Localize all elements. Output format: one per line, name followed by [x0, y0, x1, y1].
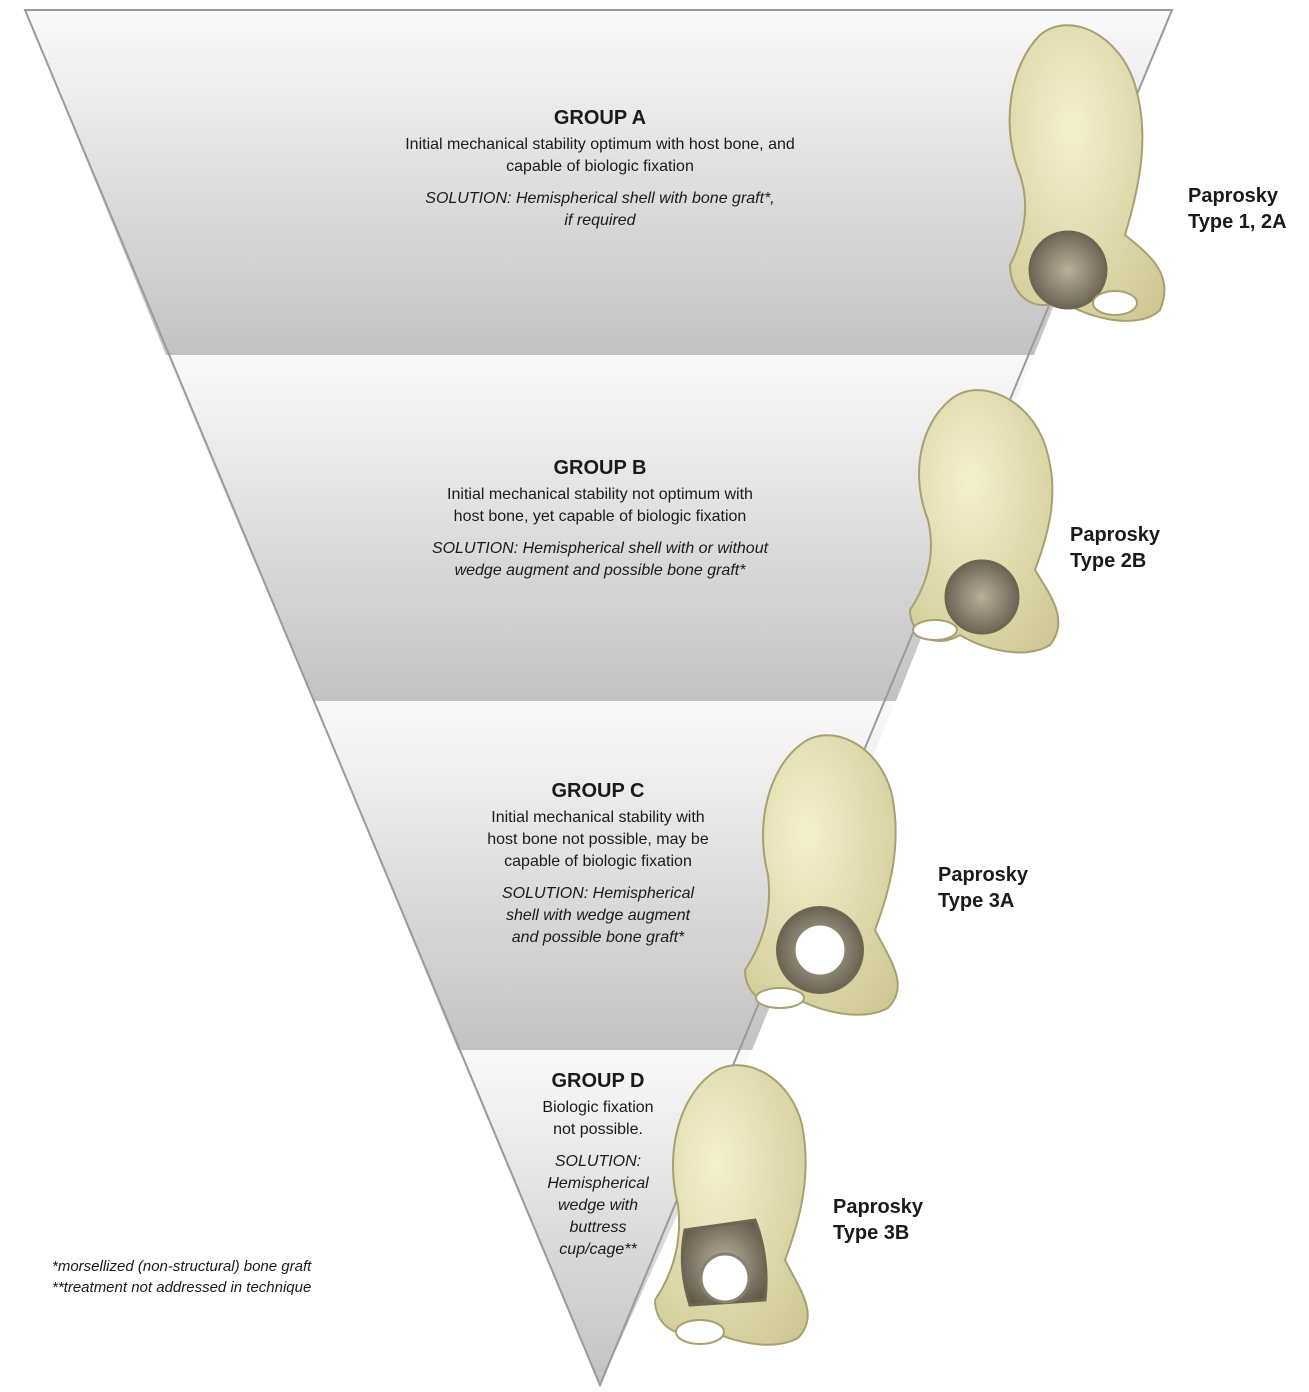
group-d-text: GROUP D Biologic fixation not possible. … — [518, 1070, 678, 1261]
group-title: GROUP D — [551, 1070, 645, 1092]
group-description: Initial mechanical stability with host b… — [448, 807, 748, 873]
footnotes: *morsellized (non-structural) bone graft… — [52, 1256, 311, 1298]
pelvis-illustration-d — [653, 1064, 809, 1346]
desc-line: capable of biologic fixation — [506, 158, 694, 175]
solution-line: shell with wedge augment — [505, 907, 691, 924]
desc-line: host bone not possible, may be — [487, 831, 709, 848]
desc-line: Biologic fixation — [542, 1099, 654, 1116]
solution-line: and possible bone graft* — [511, 929, 685, 946]
desc-line: not possible. — [553, 1121, 643, 1138]
desc-line: Initial mechanical stability optimum wit… — [405, 136, 795, 153]
solution-line: cup/cage** — [559, 1241, 637, 1258]
group-b-text: GROUP B Initial mechanical stability not… — [360, 457, 840, 582]
paprosky-type: Type 1, 2A — [1188, 211, 1287, 233]
solution-line: SOLUTION: Hemispherical shell with or wi… — [431, 540, 769, 557]
group-description: Biologic fixation not possible. — [518, 1097, 678, 1141]
paprosky-label-d: Paprosky Type 3B — [833, 1194, 923, 1246]
solution-line: wedge augment and possible bone graft* — [454, 562, 746, 579]
desc-line: capable of biologic fixation — [504, 853, 692, 870]
desc-line: Initial mechanical stability with — [491, 809, 705, 826]
paprosky-label-a: Paprosky Type 1, 2A — [1188, 183, 1287, 235]
band-group-b — [166, 355, 1034, 701]
band-group-a — [25, 10, 1172, 355]
desc-line: host bone, yet capable of biologic fixat… — [453, 508, 747, 525]
paprosky-label-c: Paprosky Type 3A — [938, 862, 1028, 914]
solution-line: SOLUTION: Hemispherical — [501, 885, 695, 902]
pyramid-outline — [23, 9, 1174, 1388]
desc-line: Initial mechanical stability not optimum… — [447, 486, 753, 503]
paprosky-type: Type 2B — [1070, 550, 1147, 572]
solution-line: buttress — [569, 1219, 627, 1236]
footnote-treatment: **treatment not addressed in technique — [52, 1279, 312, 1296]
group-title: GROUP C — [551, 780, 645, 802]
pelvis-illustration-b — [908, 389, 1060, 654]
group-title: GROUP B — [553, 457, 647, 479]
solution-line: wedge with — [557, 1197, 639, 1214]
solution-line: Hemispherical — [547, 1175, 649, 1192]
paprosky-line: Paprosky — [833, 1196, 924, 1218]
group-c-text: GROUP C Initial mechanical stability wit… — [448, 780, 748, 949]
group-solution: SOLUTION: Hemispherical wedge with buttr… — [518, 1151, 678, 1261]
paprosky-line: Paprosky — [1188, 185, 1279, 207]
solution-line: if required — [564, 212, 636, 229]
group-title: GROUP A — [553, 107, 647, 129]
footnote-graft: *morsellized (non-structural) bone graft — [52, 1258, 312, 1275]
group-a-text: GROUP A Initial mechanical stability opt… — [340, 107, 860, 232]
solution-line: SOLUTION: — [554, 1153, 642, 1170]
paprosky-line: Paprosky — [1070, 524, 1161, 546]
group-solution: SOLUTION: Hemispherical shell with wedge… — [448, 883, 748, 949]
group-description: Initial mechanical stability not optimum… — [360, 484, 840, 528]
paprosky-label-b: Paprosky Type 2B — [1070, 522, 1160, 574]
pelvis-illustration-c — [743, 734, 899, 1016]
paprosky-line: Paprosky — [938, 864, 1029, 886]
paprosky-type: Type 3B — [833, 1222, 910, 1244]
solution-line: SOLUTION: Hemispherical shell with bone … — [425, 190, 775, 207]
group-description: Initial mechanical stability optimum wit… — [340, 134, 860, 178]
group-solution: SOLUTION: Hemispherical shell with bone … — [340, 188, 860, 232]
pelvis-illustration-a — [1008, 24, 1166, 322]
paprosky-type: Type 3A — [938, 890, 1015, 912]
group-solution: SOLUTION: Hemispherical shell with or wi… — [360, 538, 840, 582]
